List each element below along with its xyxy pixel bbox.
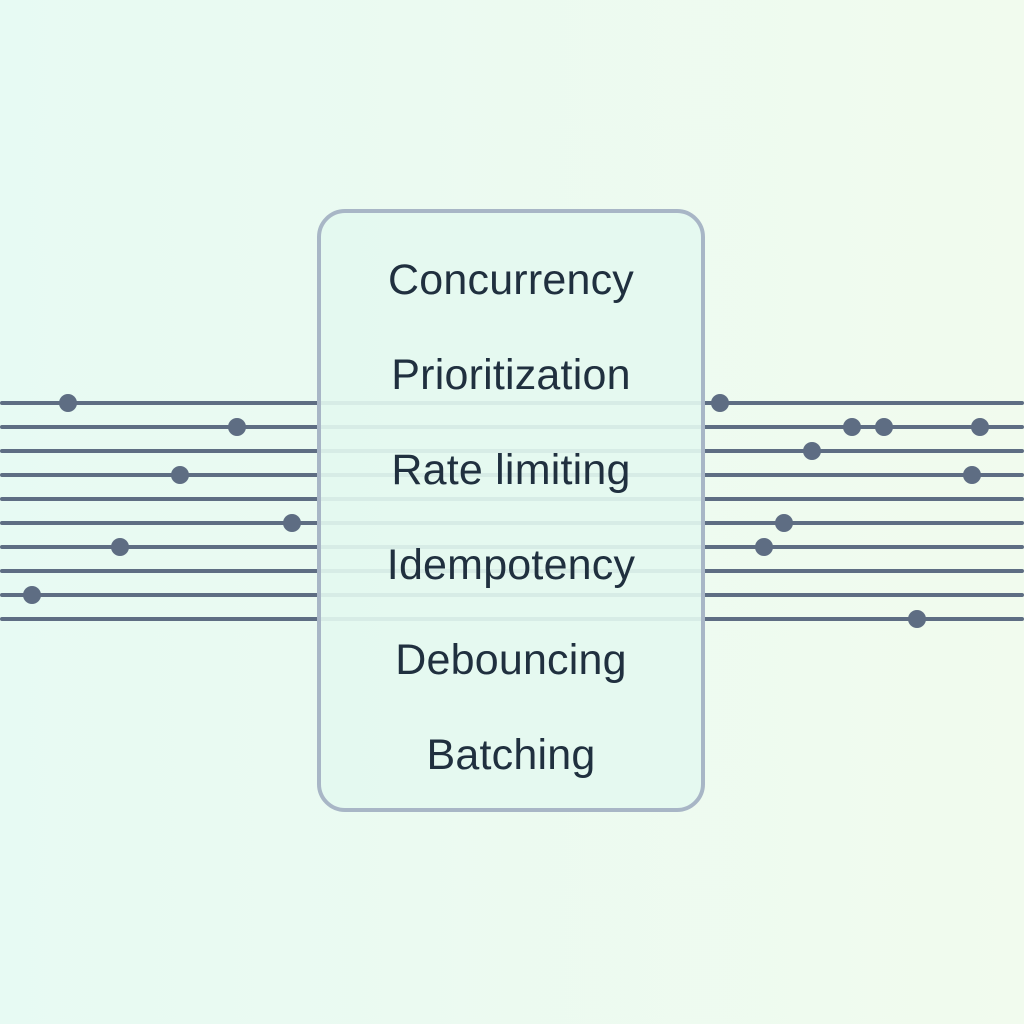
list-item: Batching xyxy=(321,708,701,803)
wire-dot xyxy=(59,394,77,412)
pattern-label-rate-limiting: Rate limiting xyxy=(391,446,631,494)
wire-dot xyxy=(843,418,861,436)
pattern-label-debouncing: Debouncing xyxy=(395,636,627,684)
wire-dot xyxy=(711,394,729,412)
wire-dot xyxy=(228,418,246,436)
wire-dot xyxy=(963,466,981,484)
list-item: Concurrency xyxy=(321,233,701,328)
wire-dot xyxy=(775,514,793,532)
pattern-label-prioritization: Prioritization xyxy=(391,351,631,399)
wire-dot xyxy=(971,418,989,436)
wire-dot xyxy=(755,538,773,556)
pattern-label-batching: Batching xyxy=(426,731,596,779)
patterns-card: Concurrency Prioritization Rate limiting… xyxy=(317,209,705,812)
list-item: Rate limiting xyxy=(321,423,701,518)
wire-dot xyxy=(283,514,301,532)
pattern-label-concurrency: Concurrency xyxy=(388,256,634,304)
pattern-label-idempotency: Idempotency xyxy=(386,541,636,589)
wire-dot xyxy=(23,586,41,604)
list-item: Prioritization xyxy=(321,328,701,423)
wire-dot xyxy=(171,466,189,484)
wire-dot xyxy=(111,538,129,556)
wire-dot xyxy=(803,442,821,460)
list-item: Debouncing xyxy=(321,613,701,708)
wire-dot xyxy=(875,418,893,436)
list-item: Idempotency xyxy=(321,518,701,613)
wire-dot xyxy=(908,610,926,628)
